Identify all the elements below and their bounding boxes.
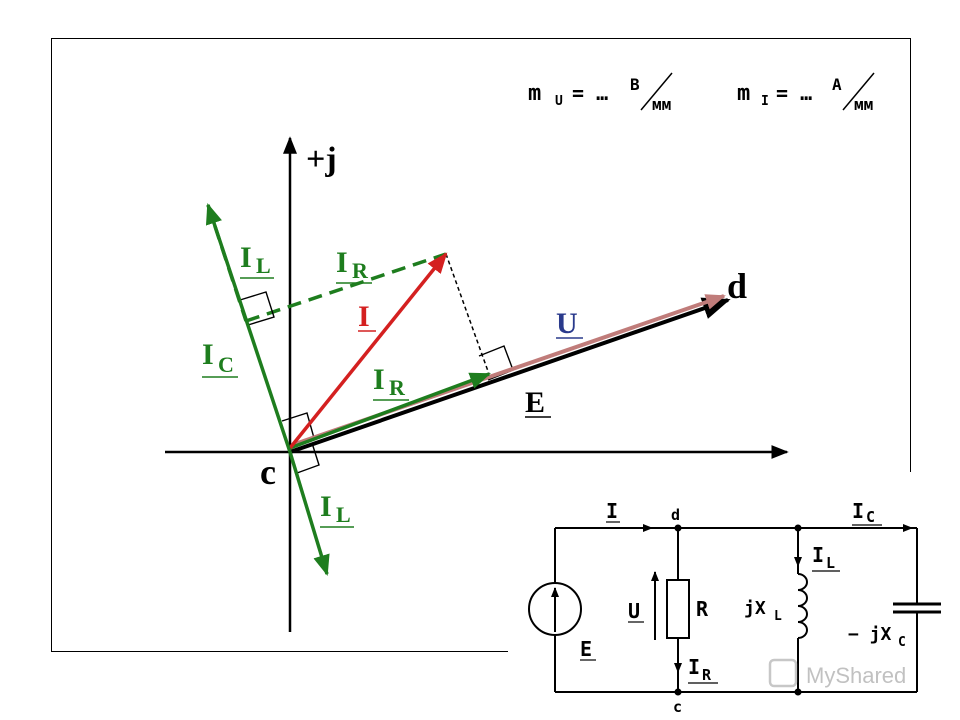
current-scale: m I = … A мм xyxy=(737,72,875,114)
ir-top-label-main: I xyxy=(336,246,348,279)
voltage-scale-subscript: U xyxy=(555,94,563,109)
node-c-label: c xyxy=(673,698,682,716)
circuit-i-label: I xyxy=(606,499,618,523)
circuit-il-sub: L xyxy=(826,554,835,572)
circuit-jxc-label: − jX xyxy=(848,624,892,645)
current-scale-equals: = … xyxy=(776,81,812,105)
circuit-ir-sub: R xyxy=(702,666,712,684)
vector-ic xyxy=(205,203,292,453)
current-scale-subscript: I xyxy=(761,94,769,109)
voltage-scale-symbol: m xyxy=(528,81,541,106)
vector-ir xyxy=(289,372,491,450)
voltage-scale-unit-bottom: мм xyxy=(652,95,671,114)
junction-dot xyxy=(794,524,802,532)
voltage-scale: m U = … B мм xyxy=(528,72,673,114)
voltage-scale-equals: = … xyxy=(572,81,608,105)
ir-mid-label-sub: R xyxy=(389,375,406,400)
ir-parallel-dashed-line xyxy=(245,252,447,323)
il-bottom-label-main: I xyxy=(320,490,332,523)
vector-i-label: I xyxy=(358,300,370,333)
circuit-jxc-sub: C xyxy=(898,635,906,650)
point-c-label: c xyxy=(260,452,276,492)
ir-top-label-sub: R xyxy=(352,258,369,283)
junction-dot xyxy=(674,524,682,532)
diagram-frame xyxy=(51,38,911,652)
current-scale-unit-bottom: мм xyxy=(854,95,873,114)
vector-u-label: U xyxy=(556,307,578,340)
right-angle-marker xyxy=(239,291,275,326)
point-d-label: d xyxy=(727,266,747,306)
vector-e xyxy=(289,297,731,454)
circuit-background xyxy=(508,472,960,720)
junction-dot xyxy=(674,688,682,696)
vector-i xyxy=(288,252,448,450)
circuit-il-label: I xyxy=(812,543,824,567)
circuit-schematic xyxy=(528,524,941,693)
right-angle-marker xyxy=(296,442,320,474)
circuit-ir-label: I xyxy=(688,655,700,679)
circuit-r-label: R xyxy=(696,597,709,621)
ic-label-sub: C xyxy=(218,352,234,377)
watermark-text: MyShared xyxy=(806,663,906,688)
vector-il xyxy=(288,451,330,577)
junction-dot xyxy=(794,688,802,696)
voltage-scale-unit-top: B xyxy=(630,75,640,94)
projection-dashed-line xyxy=(445,253,490,375)
vector-e-label: E xyxy=(525,386,545,419)
il-top-label-main: I xyxy=(240,241,252,274)
il-bottom-label-sub: L xyxy=(336,502,351,527)
voltage-source xyxy=(528,582,582,636)
circuit-e-label: E xyxy=(580,637,592,661)
current-scale-unit-top: A xyxy=(832,75,842,94)
il-top-label-sub: L xyxy=(256,253,271,278)
circuit-ic-label: I xyxy=(852,499,864,523)
circuit-ic-sub: C xyxy=(866,508,875,526)
ir-mid-label-main: I xyxy=(373,363,385,396)
watermark-logo-icon xyxy=(768,658,798,688)
circuit-u-label: U xyxy=(628,599,640,623)
current-scale-symbol: m xyxy=(737,81,750,106)
right-angle-marker xyxy=(281,412,315,439)
inductor-coil xyxy=(797,573,808,639)
ir-top-label: I R xyxy=(336,246,372,284)
circuit-jxl-label: jX xyxy=(744,598,766,619)
il-bottom-label: I L xyxy=(320,490,354,528)
ic-label-main: I xyxy=(202,338,214,371)
il-top-label: I L xyxy=(240,241,274,279)
ir-mid-label: I R xyxy=(373,363,409,401)
circuit-jxl-sub: L xyxy=(774,609,782,624)
voltage-scale-fraction-bar xyxy=(640,72,673,111)
ic-label: I C xyxy=(202,338,238,378)
imaginary-axis-label: +j xyxy=(306,141,337,178)
watermark: MyShared xyxy=(768,658,906,688)
current-scale-fraction-bar xyxy=(842,72,875,111)
node-d-label: d xyxy=(671,506,680,524)
